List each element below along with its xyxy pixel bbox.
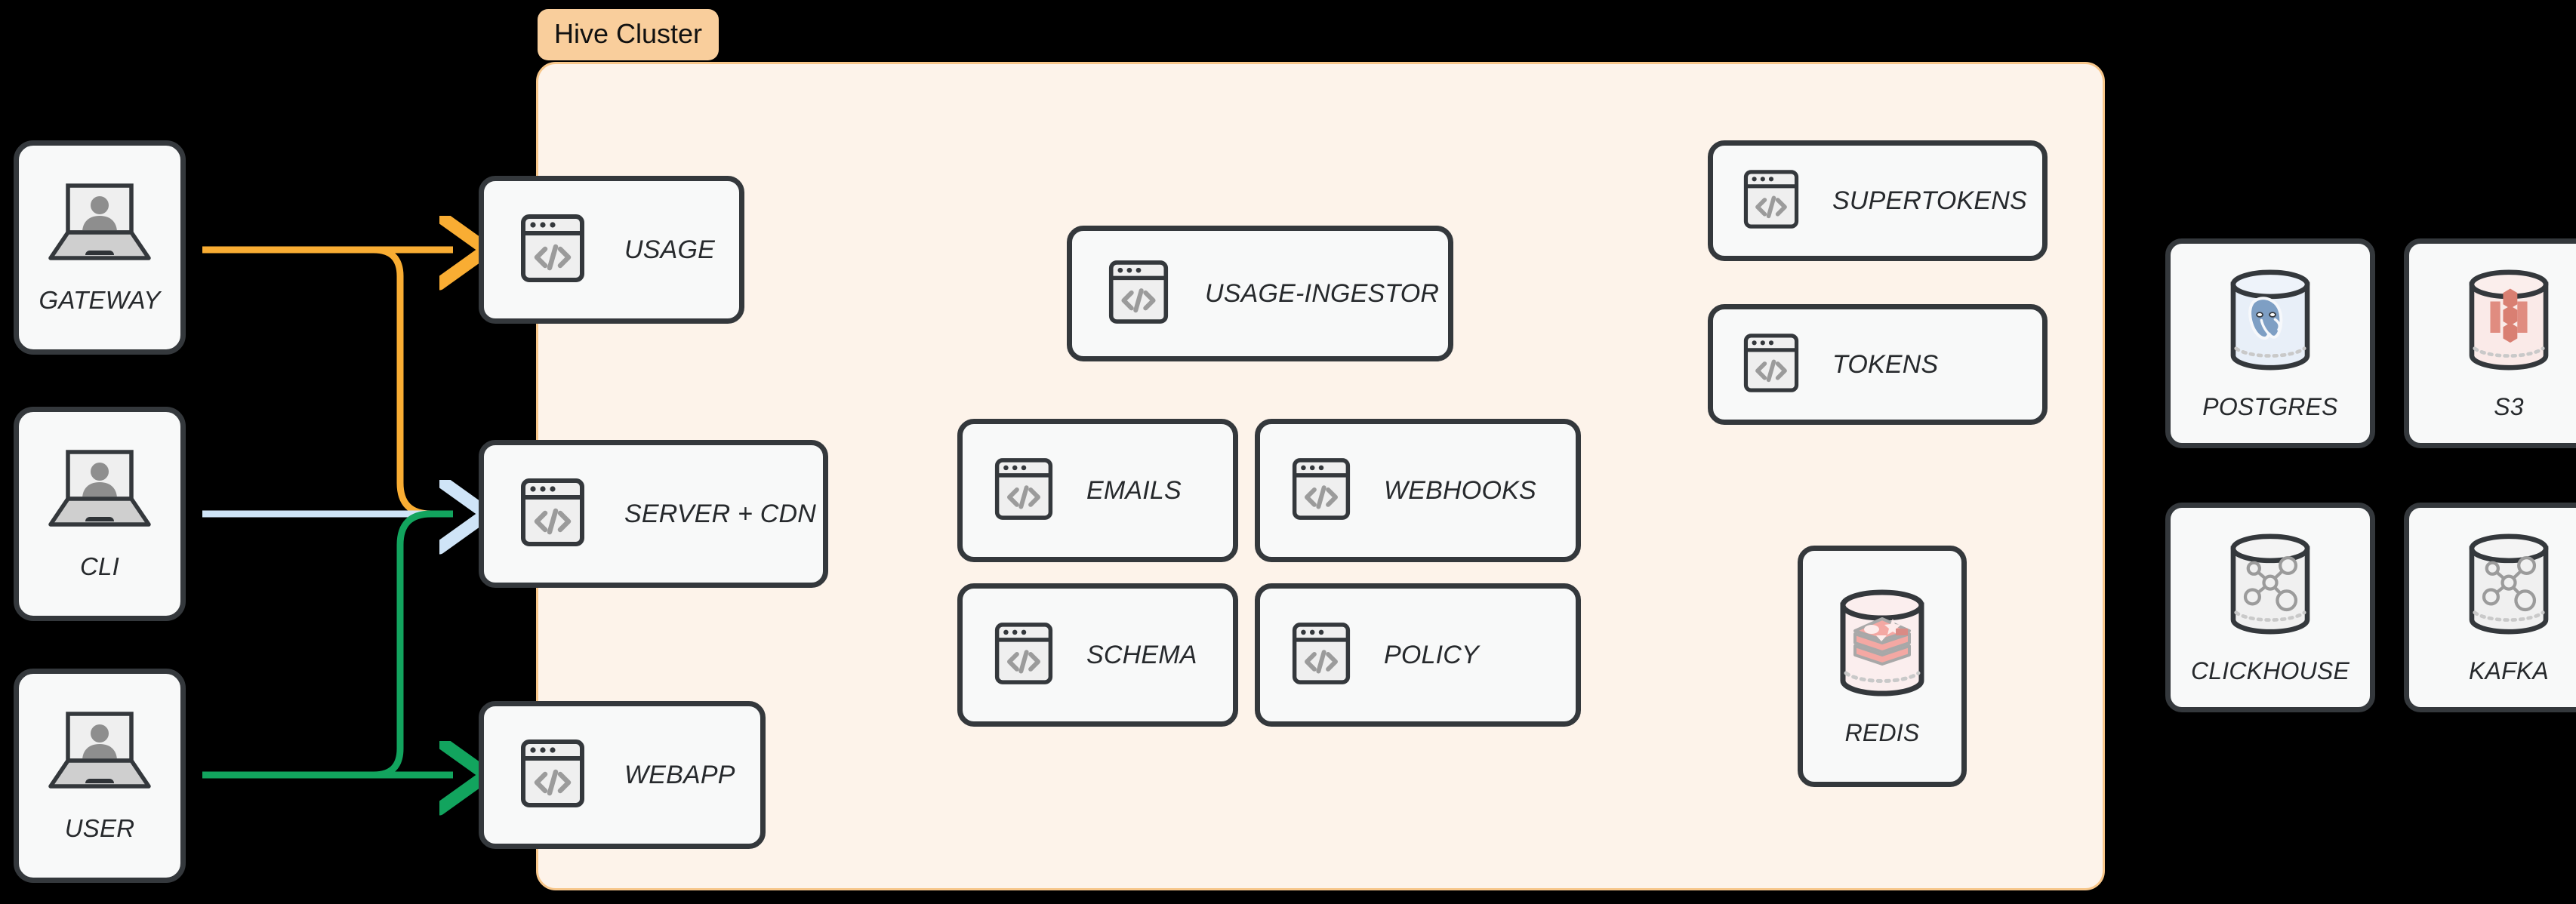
- laptop-user-icon: [43, 181, 156, 269]
- client-node-cli[interactable]: CLI: [14, 407, 186, 621]
- s3-cylinder-icon: [2459, 266, 2559, 378]
- client-label: USER: [64, 813, 135, 842]
- service-node-policy[interactable]: POLICY: [1255, 583, 1581, 727]
- code-window-icon: [994, 622, 1053, 689]
- service-node-usage-ingestor[interactable]: USAGE-INGESTOR: [1067, 226, 1453, 361]
- wire-user-to-server-cdn: [202, 510, 453, 779]
- network-cylinder-icon: [2459, 530, 2559, 642]
- service-label: SERVER + CDN: [624, 499, 817, 528]
- code-window-icon: [520, 478, 585, 551]
- service-node-schema[interactable]: SCHEMA: [957, 583, 1238, 727]
- laptop-user-icon: [43, 709, 156, 798]
- code-window-icon: [1292, 622, 1351, 689]
- code-window-icon: [1743, 333, 1799, 397]
- postgres-cylinder-icon: [2220, 266, 2320, 378]
- service-node-webhooks[interactable]: WEBHOOKS: [1255, 419, 1581, 562]
- code-window-icon: [1743, 169, 1799, 233]
- service-label: SCHEMA: [1086, 640, 1197, 669]
- service-label: POLICY: [1384, 640, 1479, 669]
- service-label: WEBAPP: [624, 760, 735, 789]
- datastore-node-redis[interactable]: REDIS: [1798, 546, 1967, 787]
- datastore-node-s3[interactable]: S3: [2404, 238, 2576, 448]
- code-window-icon: [994, 457, 1053, 524]
- datastore-label: CLICKHOUSE: [2190, 657, 2350, 684]
- datastore-node-clickhouse[interactable]: CLICKHOUSE: [2165, 503, 2375, 712]
- service-node-server-cdn[interactable]: SERVER + CDN: [479, 440, 828, 588]
- laptop-user-icon: [43, 447, 156, 536]
- client-label: GATEWAY: [39, 285, 161, 314]
- code-window-icon: [520, 214, 585, 287]
- service-label: SUPERTOKENS: [1832, 186, 2027, 215]
- network-cylinder-icon: [2220, 530, 2320, 642]
- service-label: USAGE-INGESTOR: [1205, 278, 1440, 308]
- service-label: EMAILS: [1086, 475, 1182, 505]
- wire-gateway-to-server-cdn: [202, 246, 453, 518]
- service-label: WEBHOOKS: [1384, 475, 1536, 505]
- hive-cluster-label: Hive Cluster: [538, 9, 719, 60]
- code-window-icon: [1108, 260, 1169, 328]
- datastore-node-kafka[interactable]: KAFKA: [2404, 503, 2576, 712]
- service-label: TOKENS: [1832, 349, 1939, 379]
- service-node-supertokens[interactable]: SUPERTOKENS: [1708, 140, 2048, 261]
- datastore-label: KAFKA: [2469, 657, 2549, 684]
- code-window-icon: [520, 739, 585, 812]
- service-node-usage[interactable]: USAGE: [479, 176, 744, 324]
- service-label: USAGE: [624, 235, 716, 264]
- datastore-label: POSTGRES: [2202, 393, 2338, 420]
- code-window-icon: [1292, 457, 1351, 524]
- service-node-tokens[interactable]: TOKENS: [1708, 304, 2048, 425]
- client-label: CLI: [80, 552, 119, 580]
- client-node-user[interactable]: USER: [14, 669, 186, 883]
- service-node-emails[interactable]: EMAILS: [957, 419, 1238, 562]
- datastore-label: S3: [2494, 393, 2524, 420]
- datastore-label: REDIS: [1844, 719, 1920, 746]
- datastore-node-postgres[interactable]: POSTGRES: [2165, 238, 2375, 448]
- client-node-gateway[interactable]: GATEWAY: [14, 140, 186, 355]
- redis-cylinder-icon: [1829, 586, 1935, 704]
- service-node-webapp[interactable]: WEBAPP: [479, 701, 766, 849]
